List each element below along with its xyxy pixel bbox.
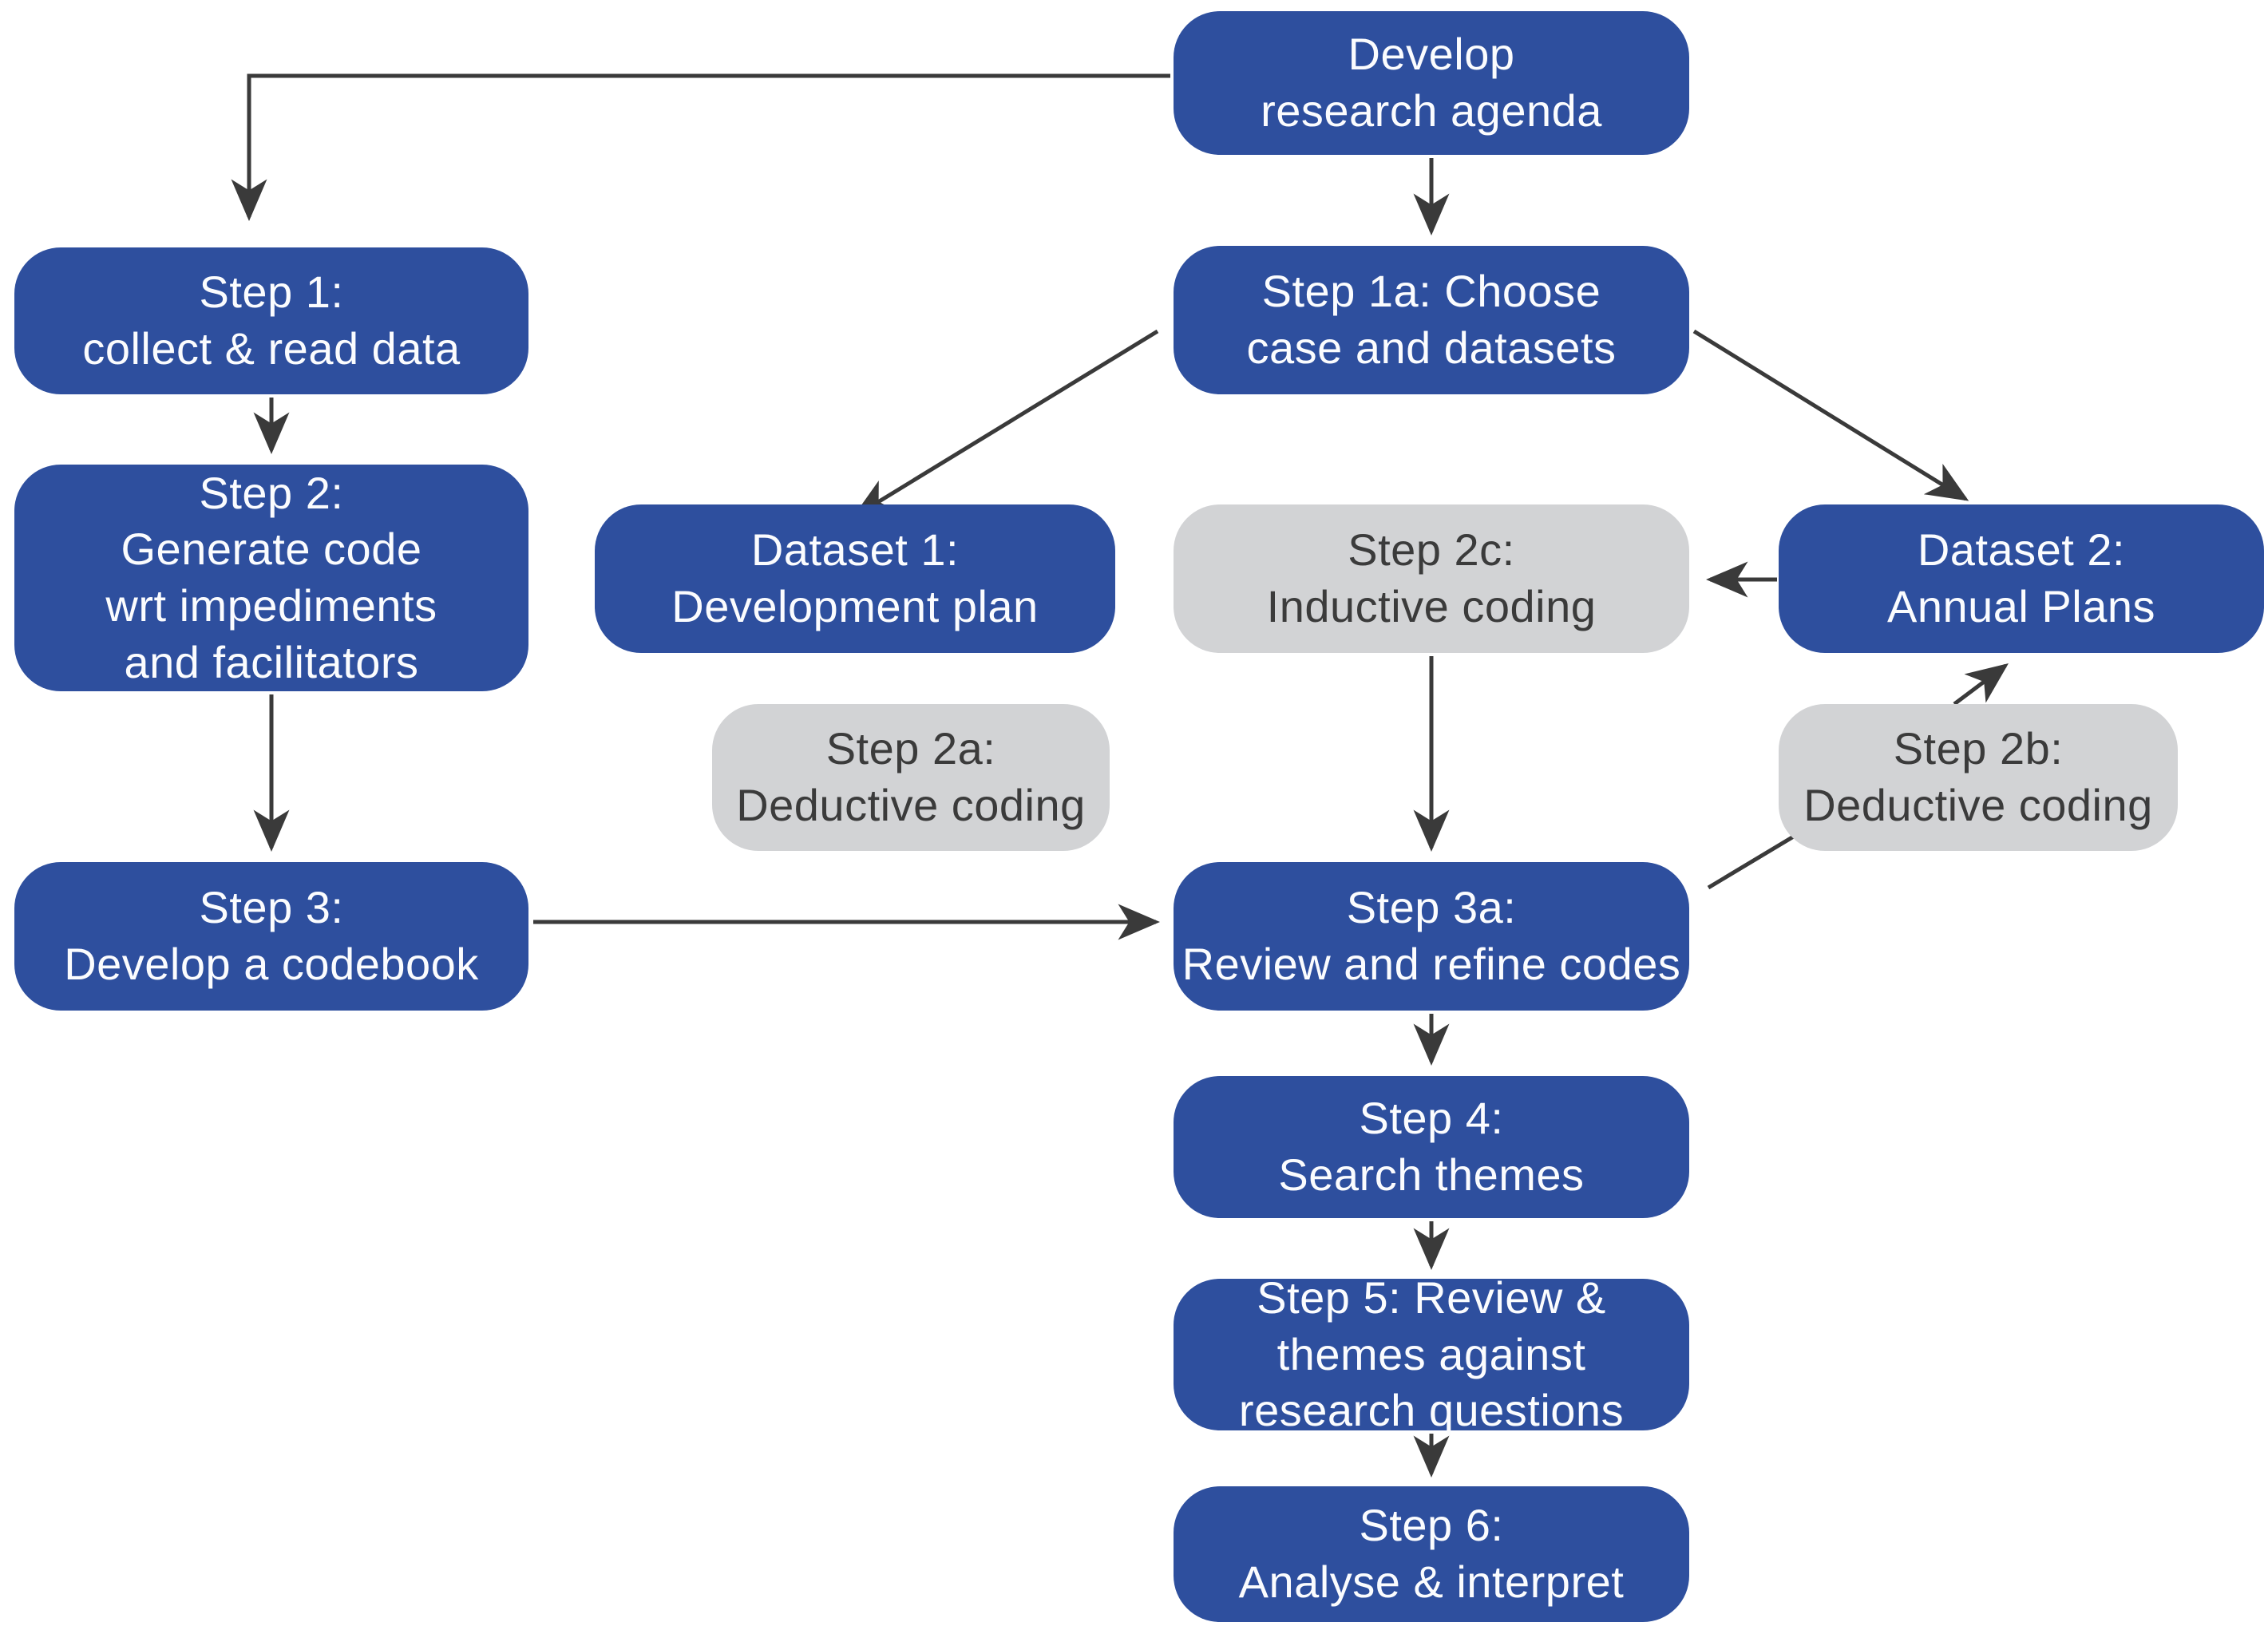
arrow-step2b-to-dataset2: [1953, 663, 2009, 706]
node-label: Step 1: collect & read data: [82, 267, 461, 374]
node-step-1: Step 1: collect & read data: [14, 247, 528, 394]
node-label: Step 4: Search themes: [1278, 1093, 1585, 1200]
node-dataset-2: Dataset 2: Annual Plans: [1779, 504, 2264, 653]
node-step-2a: Step 2a: Deductive coding: [712, 704, 1110, 851]
node-step-1a: Step 1a: Choose case and datasets: [1174, 246, 1689, 394]
arrow-develop-to-step1: [231, 73, 1170, 221]
node-step-4: Step 4: Search themes: [1174, 1076, 1689, 1218]
node-label: Dataset 2: Annual Plans: [1886, 524, 2155, 631]
node-label: Dataset 1: Development plan: [671, 524, 1039, 631]
node-step-6: Step 6: Analyse & interpret: [1174, 1486, 1689, 1622]
node-step-2b: Step 2b: Deductive coding: [1779, 704, 2178, 851]
node-step-3a: Step 3a: Review and refine codes: [1174, 862, 1689, 1011]
arrow-step1a-to-dataset1: [852, 329, 1159, 518]
node-label: Step 2a: Deductive coding: [736, 723, 1086, 830]
node-label: Step 5: Review & themes against research…: [1238, 1272, 1625, 1436]
node-label: Step 1a: Choose case and datasets: [1246, 266, 1617, 373]
node-develop-research-agenda: Develop research agenda: [1174, 11, 1689, 155]
node-step-3: Step 3: Develop a codebook: [14, 862, 528, 1011]
node-step-2c: Step 2c: Inductive coding: [1174, 504, 1689, 653]
node-label: Step 3a: Review and refine codes: [1181, 882, 1681, 989]
node-label: Step 3: Develop a codebook: [64, 882, 479, 989]
node-label: Step 6: Analyse & interpret: [1238, 1500, 1625, 1607]
node-step-2: Step 2: Generate code wrt impediments an…: [14, 465, 528, 691]
arrow-step1a-to-dataset2: [1692, 329, 1969, 501]
node-label: Step 2c: Inductive coding: [1266, 524, 1597, 631]
node-label: Step 2: Generate code wrt impediments an…: [105, 467, 437, 687]
node-label: Develop research agenda: [1261, 29, 1602, 136]
node-dataset-1: Dataset 1: Development plan: [595, 504, 1115, 653]
node-label: Step 2b: Deductive coding: [1803, 723, 2153, 830]
node-step-5: Step 5: Review & themes against research…: [1174, 1272, 1689, 1435]
